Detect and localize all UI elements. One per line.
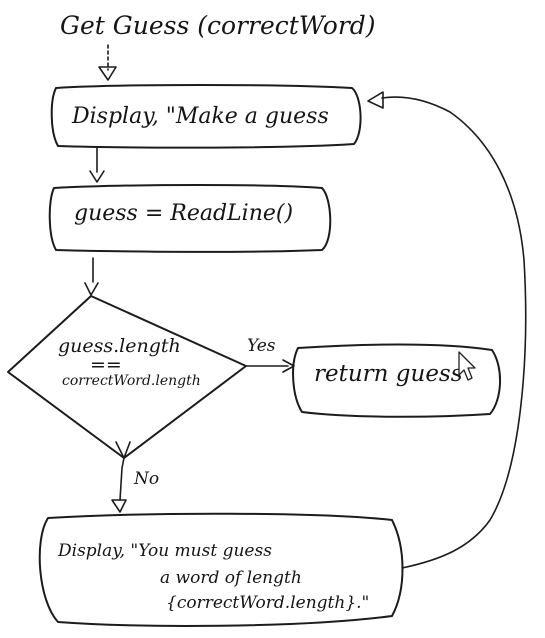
read-input-text: guess = ReadLine() xyxy=(74,201,293,226)
arrow-loop-back xyxy=(367,91,527,569)
error-message-node: Display, "You must guess a word of lengt… xyxy=(38,512,404,627)
no-branch: No xyxy=(111,441,159,513)
condition-line-1: guess.length xyxy=(58,335,181,357)
arrow-title-to-display xyxy=(98,44,117,81)
arrow-display-to-read xyxy=(89,147,105,183)
return-text: return guess xyxy=(314,361,463,387)
error-message-line-2: a word of length xyxy=(160,568,302,588)
arrow-read-to-condition xyxy=(84,257,99,296)
yes-branch: Yes xyxy=(245,336,295,373)
display-prompt-node: Display, "Make a guess xyxy=(50,84,362,149)
no-label: No xyxy=(133,469,159,489)
yes-label: Yes xyxy=(247,336,276,356)
condition-node: guess.length == correctWord.length xyxy=(7,295,247,459)
error-message-line-1: Display, "You must guess xyxy=(57,541,272,561)
flowchart-title: Get Guess (correctWord) xyxy=(60,11,376,40)
condition-line-3: correctWord.length xyxy=(62,373,201,389)
return-node: return guess xyxy=(292,343,502,418)
mouse-cursor-icon xyxy=(458,351,476,381)
condition-line-2: == xyxy=(90,354,122,376)
display-prompt-text: Display, "Make a guess xyxy=(71,104,329,129)
read-input-node: guess = ReadLine() xyxy=(48,184,332,253)
error-message-line-3: {correctWord.length}." xyxy=(166,593,369,613)
